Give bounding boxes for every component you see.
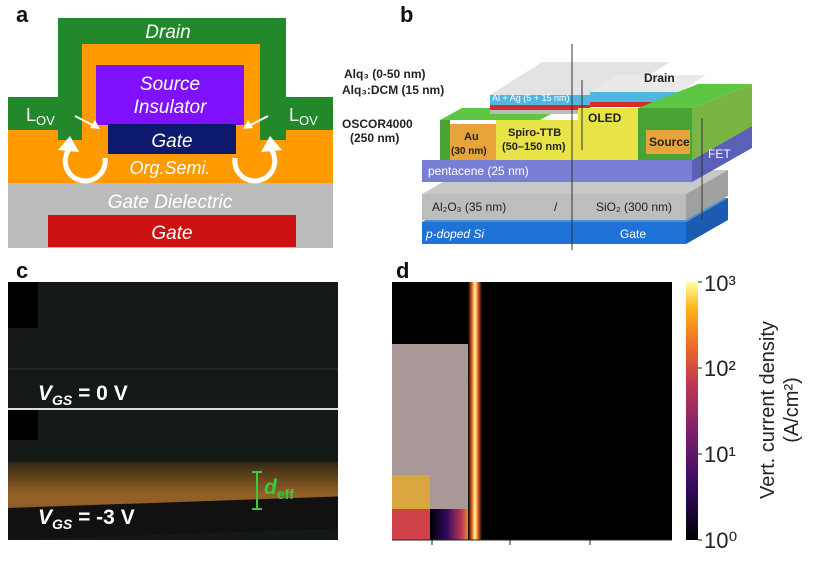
drain-label: Drain	[145, 22, 190, 43]
lov-left-label: LOV	[26, 105, 55, 128]
bottom-gate-label: Gate	[151, 223, 192, 244]
vgs-3v-caption: VGS = -3 V	[38, 506, 135, 533]
spiro-front	[496, 120, 578, 160]
micrograph-bottom	[8, 410, 338, 540]
b-pentacene-label: pentacene (25 nm)	[428, 164, 529, 178]
cbar-tick-label-3: 10³	[704, 271, 736, 296]
right-wall-top	[638, 84, 752, 108]
lov-right-label: LOV	[289, 105, 318, 128]
dcm-layer	[490, 105, 590, 110]
top-gate-label: Gate	[151, 131, 192, 152]
deff-bracket-top	[252, 471, 262, 473]
deff-label: deff	[264, 476, 294, 503]
top-gate-block	[108, 124, 236, 154]
b-spiro-label: Spiro-TTB	[508, 127, 561, 139]
panel-d: d	[380, 258, 822, 581]
micrograph-top-band	[8, 368, 338, 370]
b-oled-label: OLED	[588, 111, 622, 125]
b-drain-label: Drain	[644, 71, 675, 85]
oscor-front	[440, 120, 450, 160]
cbar-tick-label-2: 10²	[704, 356, 736, 381]
drain-left-flange	[8, 97, 68, 130]
bottom-gate-layer	[48, 215, 296, 247]
org-semi-label: Org.Semi.	[129, 158, 210, 178]
b-alq3-label: Alq₃ (0-50 nm)	[344, 67, 426, 81]
drain-right-flange	[276, 97, 333, 130]
right-wall-side	[692, 84, 752, 160]
deff-bracket-bottom	[252, 508, 262, 510]
cbar-tick-label-0: 10⁰	[704, 528, 737, 553]
alq3-layer	[490, 95, 590, 105]
gate-dielectric-label: Gate Dielectric	[108, 192, 233, 213]
micrograph-top	[8, 282, 338, 408]
source-label: Source	[140, 74, 200, 95]
b-al2o3-label: Al₂O₃ (35 nm)	[432, 200, 506, 214]
drain-red	[590, 102, 680, 107]
panel-b-label: b	[400, 2, 414, 27]
pentacene-front	[422, 160, 692, 182]
arrow-head-left	[58, 136, 79, 152]
current-arrow-left	[62, 146, 108, 184]
map-pocket	[430, 509, 472, 540]
micrograph-top-dark-corner	[8, 282, 38, 328]
lov-right-arrowhead	[243, 120, 253, 129]
b-source-label: Source	[649, 135, 690, 149]
cbar-title-line2: (A/cm²)	[781, 377, 803, 443]
au-block	[450, 124, 496, 160]
current-density-map: 10³ 10² 10¹ 10⁰ Vert. current density (A…	[392, 271, 803, 553]
b-au-label: Au	[464, 131, 479, 143]
source-insulator-block	[96, 65, 244, 125]
panel-c: c VGS = 0 V deff VGS = -3 V	[0, 258, 345, 581]
map-vertical-spike	[468, 282, 482, 540]
dielectric-front	[422, 194, 686, 220]
si-front	[422, 222, 686, 244]
b-oscor-thk: (250 nm)	[350, 131, 399, 145]
panel-b-diagram: Drain Alq₃ (0-50 nm) Alq₃:DCM (15 nm) Al…	[342, 44, 752, 250]
current-arrow-right	[232, 146, 278, 184]
lov-left-arrowhead	[90, 120, 100, 129]
oled-block	[578, 108, 638, 160]
map-upper-left-black	[392, 282, 472, 344]
alag-layer	[490, 110, 590, 114]
b-au-thk: (30 nm)	[451, 146, 487, 157]
si-side	[686, 198, 728, 244]
b-alq3dcm-label: Alq₃:DCM (15 nm)	[342, 83, 444, 97]
panel-c-label: c	[16, 258, 29, 283]
map-gold-region	[392, 475, 430, 509]
source-block	[646, 130, 690, 154]
deff-bracket	[256, 471, 258, 509]
panel-a: a Drain Source Insulator	[0, 0, 340, 255]
b-gate-label: Gate	[620, 227, 646, 241]
panel-a-label: a	[16, 2, 29, 27]
drain-top	[590, 75, 706, 92]
b-slash-label: /	[554, 200, 558, 214]
b-pdoped-label: p-doped Si	[425, 227, 484, 241]
micrograph-bottom-dark-corner	[8, 410, 38, 440]
vgs-0v-caption: VGS = 0 V	[38, 382, 128, 409]
arrow-head-right	[261, 136, 282, 152]
panel-a-diagram: Drain Source Insulator Gate Org.Semi. Ga…	[8, 18, 333, 248]
map-red-region	[392, 509, 430, 540]
insulator-label: Insulator	[134, 97, 208, 118]
b-spiro-thk: (50–150 nm)	[502, 141, 566, 153]
panel-b: b	[340, 0, 822, 255]
cbar-title-line1: Vert. current density	[757, 321, 779, 499]
b-fet-label: FET	[708, 147, 731, 161]
drain-cyan	[590, 92, 680, 102]
b-alag-label: Al + Ag (5 + 15 nm)	[492, 93, 570, 103]
micrograph-divider	[8, 408, 338, 410]
dielectric-side	[686, 170, 728, 220]
colorbar	[686, 282, 698, 540]
pentacene-side	[692, 126, 752, 182]
b-oscor-label: OSCOR4000	[342, 117, 413, 131]
cbar-tick-label-1: 10¹	[704, 442, 736, 467]
b-sio2-label: SiO₂ (300 nm)	[596, 200, 672, 214]
panel-d-label: d	[396, 258, 410, 283]
